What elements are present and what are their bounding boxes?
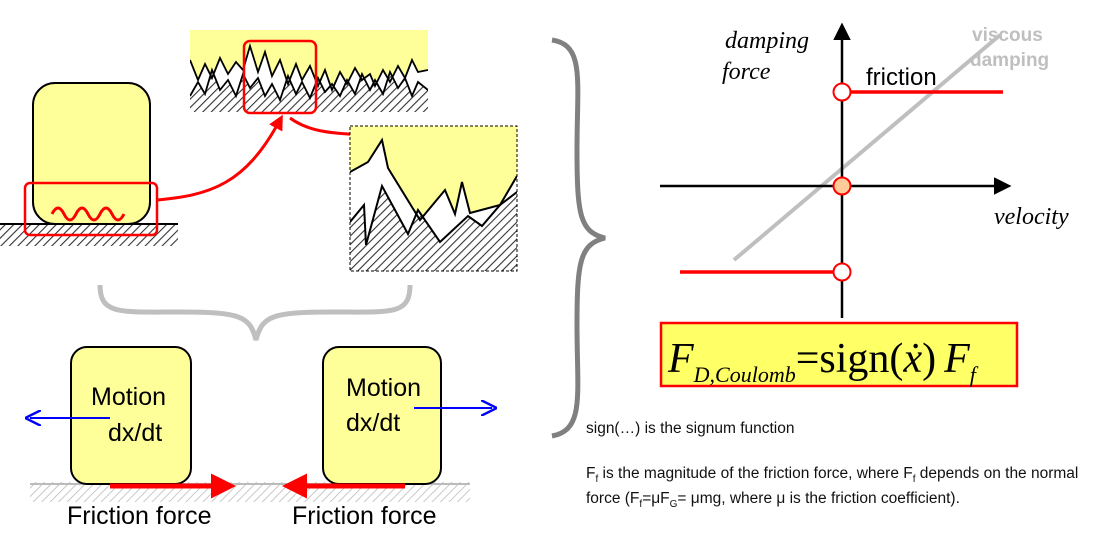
note-part-4: =μF [642,490,670,508]
signum-note: sign(…) is the signum function [586,420,795,437]
horizontal-brace [97,284,413,341]
note-sub-3: f [639,499,643,511]
vertical-brace [551,37,606,439]
yellow-block [32,82,151,225]
right-velocity-label: dx/dt [346,409,400,437]
block-on-surface [0,82,178,246]
left-friction-label: Friction force [67,502,211,530]
open-circle-bottom [832,262,852,282]
lower-rough-body [190,70,428,112]
formula-equals: = [796,336,820,382]
coulomb-formula: FD,Coulomb=sign(ẋ)Ff [659,321,1019,388]
right-motion-label: Motion [346,374,421,402]
note-sub-4: G [669,499,678,511]
formula-lhs-subscript: D,Coulomb [693,362,796,387]
rough-contact-squiggle [50,206,126,222]
svg-text:FD,Coulomb=sign(ẋ)Ff: FD,Coulomb=sign(ẋ)Ff [667,336,979,387]
formula-lhs: F [667,336,694,382]
left-block [70,346,192,485]
viscous-label-2: damping [970,50,1049,71]
contact-highlight-box [23,181,159,237]
origin-point [832,176,852,196]
y-axis-label-2: force [722,59,771,85]
note-part-5: = μmg, where μ is the friction coefficie… [677,490,960,508]
zoom-arrow-1 [156,114,283,202]
friction-magnitude-note: Ff is the magnitude of the friction forc… [586,464,1106,514]
asperity-zoom [350,126,517,271]
formula-box [659,321,1019,388]
open-circle-top [832,82,852,102]
asperity-zoom-frame [349,125,518,272]
note-sub-2: f [912,474,916,486]
formula-sign: sign( [819,336,903,382]
formula-close: ) [922,336,936,382]
note-part-3: depends on the normal force (F [586,465,1079,508]
formula-rhs-subscript: f [970,362,979,387]
damping-graph: damping force velocity friction viscous … [660,22,1069,318]
left-velocity-label: dx/dt [108,419,162,447]
x-axis-label: velocity [994,204,1069,230]
note-part-2: is the magnitude of the friction force, … [598,465,913,482]
friction-label: friction [866,64,937,91]
right-motion-block: Motion dx/dt Friction force [282,346,492,530]
viscous-label-1: viscous [972,25,1043,46]
viscous-line [732,33,1002,262]
formula-rhs: F [943,336,970,382]
left-motion-block: Motion dx/dt Friction force [30,346,470,530]
rough-zoom-box [242,39,318,115]
rough-surface-view [190,30,428,112]
left-motion-label: Motion [91,383,166,411]
note-part-1: F [586,465,596,482]
formula-xdot: ẋ [902,336,922,382]
y-axis-label-1: damping [725,28,809,54]
right-friction-label: Friction force [292,502,436,530]
note-sub-1: f [595,474,599,486]
